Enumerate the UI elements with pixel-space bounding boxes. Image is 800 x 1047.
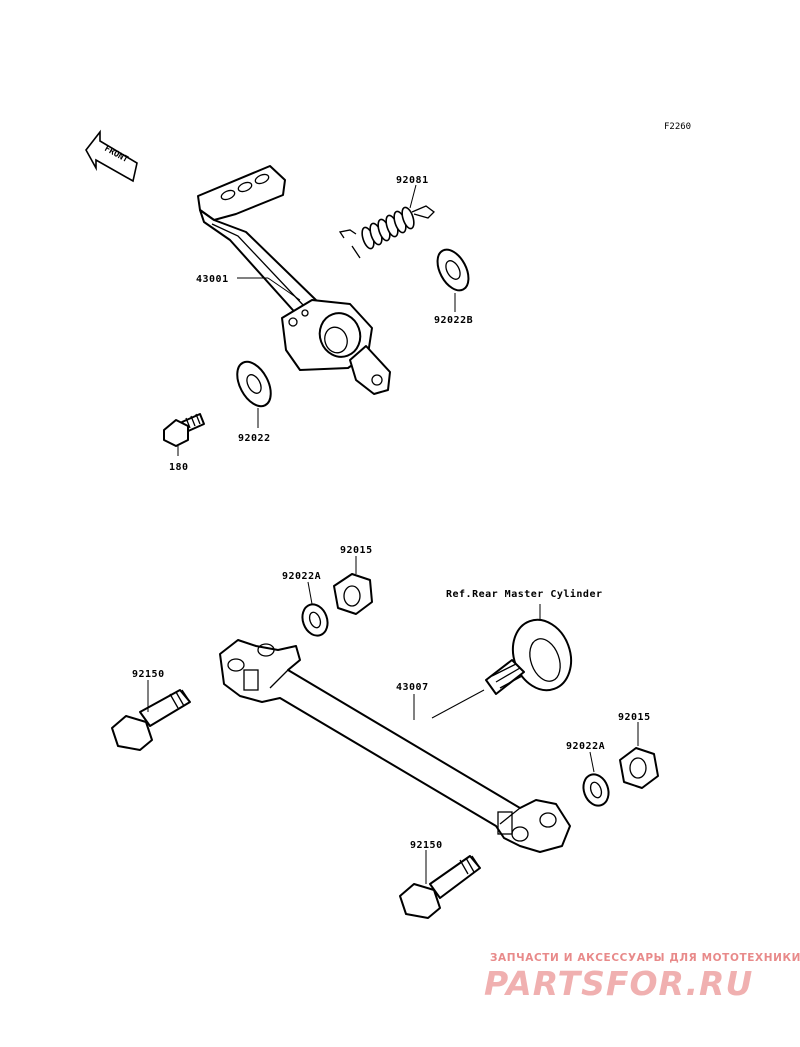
washer-92022a-top (301, 603, 329, 637)
label-92022a-top: 92022A (282, 571, 321, 582)
bolt-180 (163, 413, 205, 447)
spring-92081 (338, 205, 435, 259)
label-92015-top: 92015 (340, 545, 373, 556)
watermark-logo[interactable]: PARTSFOR.RU (484, 964, 754, 1003)
washer-92022 (236, 360, 272, 408)
nut-92015-top (333, 573, 373, 615)
label-43001: 43001 (196, 274, 229, 285)
label-92150-top: 92150 (132, 669, 165, 680)
label-43007: 43007 (396, 682, 429, 693)
washer-92022b (436, 248, 470, 292)
brake-pedal-43001 (197, 165, 391, 395)
front-arrow-icon: FRONT (85, 129, 138, 183)
label-92022b: 92022B (434, 315, 473, 326)
label-92150-bottom: 92150 (410, 840, 443, 851)
label-180: 180 (169, 462, 189, 473)
watermark-tagline: ЗАПЧАСТИ И АКСЕССУАРЫ ДЛЯ МОТОТЕХНИКИ (490, 952, 800, 964)
label-92081: 92081 (396, 175, 429, 186)
label-92022a-bottom: 92022A (566, 741, 605, 752)
brake-rod-43007 (219, 639, 571, 853)
label-ref-cylinder: Ref.Rear Master Cylinder (446, 588, 603, 600)
label-92015-bottom: 92015 (618, 712, 651, 723)
washer-92022a-bottom (582, 773, 610, 807)
bolt-92150-bottom (399, 855, 481, 919)
figure-code: F2260 (664, 122, 691, 132)
bolt-92150-top (111, 689, 191, 751)
master-cylinder-ref (485, 618, 573, 695)
nut-92015-bottom (619, 747, 659, 789)
label-92022: 92022 (238, 433, 271, 444)
